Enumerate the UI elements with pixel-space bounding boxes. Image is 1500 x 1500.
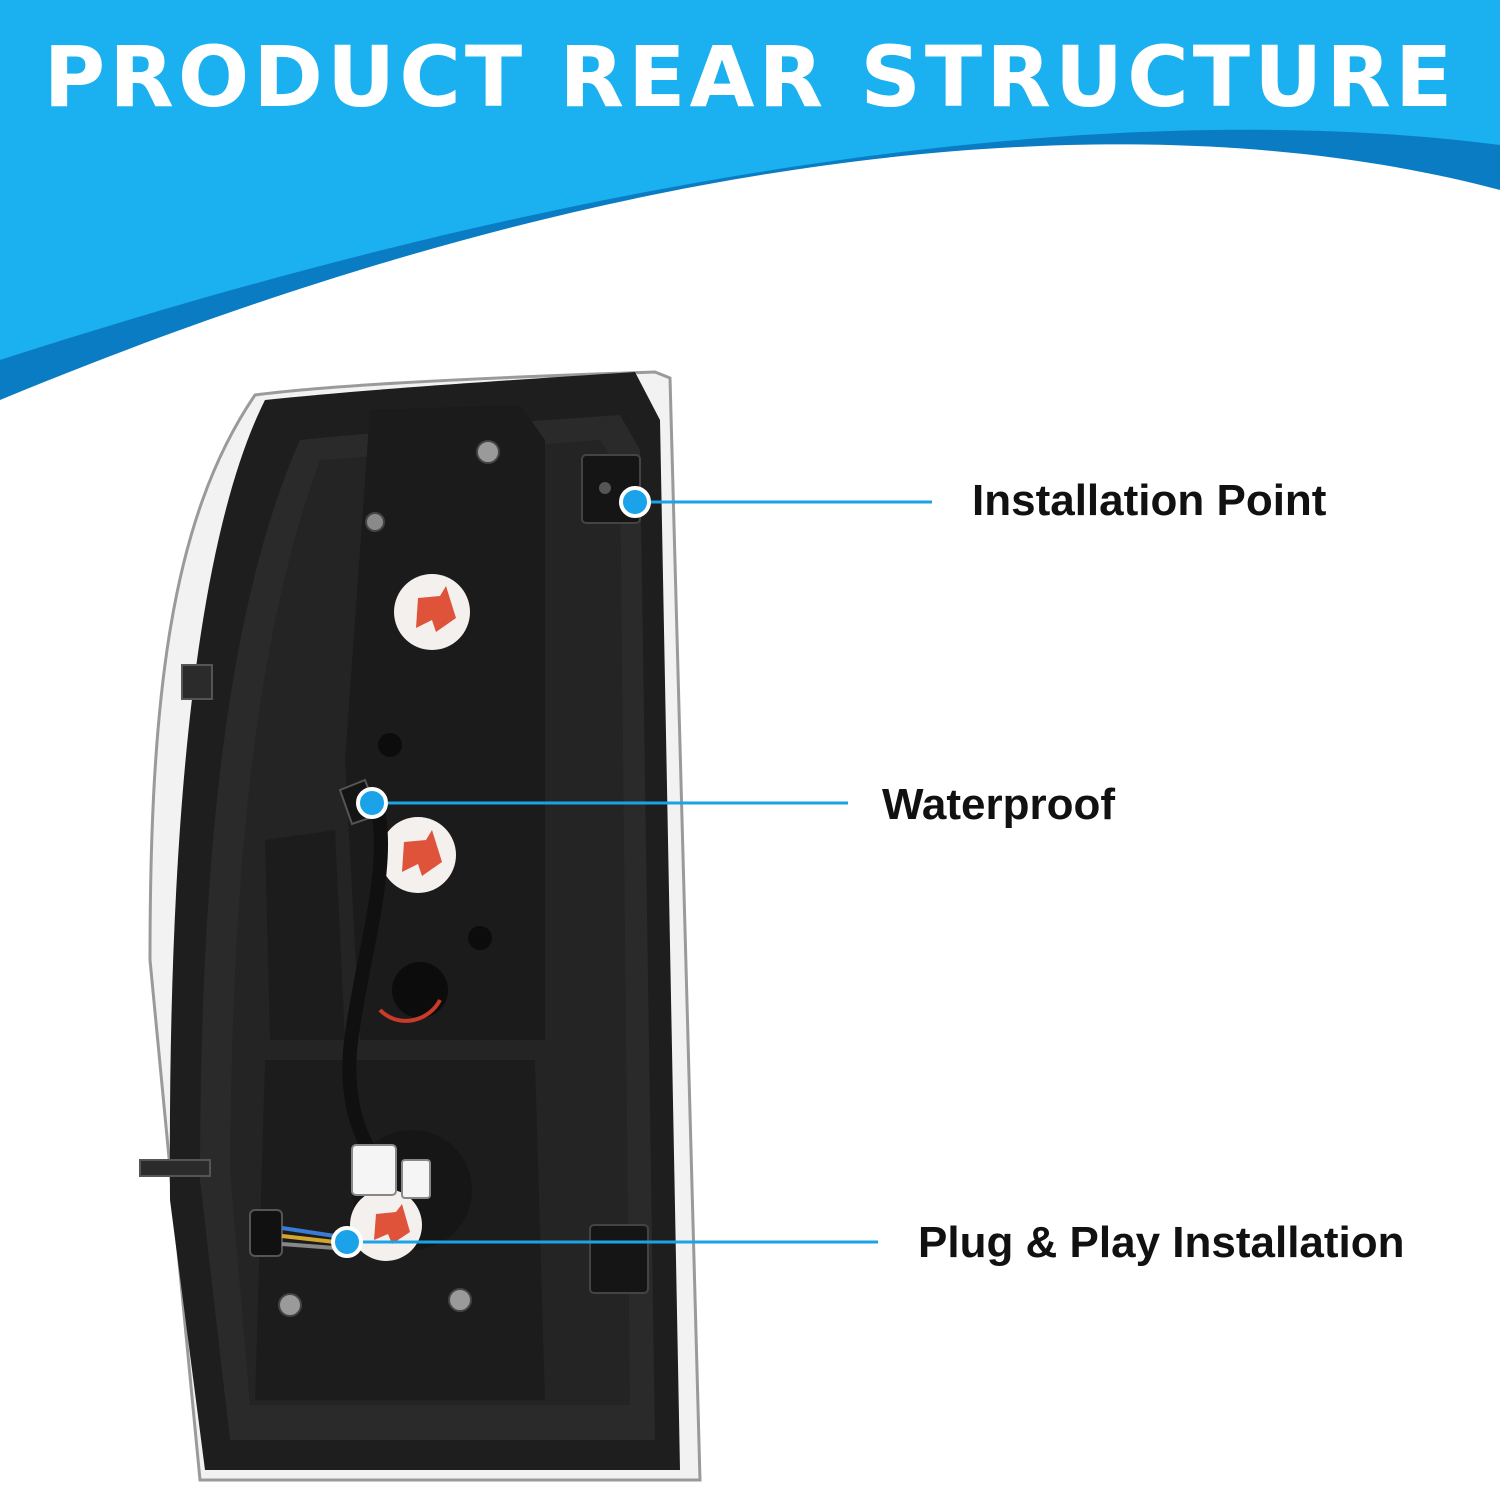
callout-label-installation-point: Installation Point [972, 476, 1327, 525]
callout-dot-plug-play [331, 1226, 363, 1258]
callout-label-waterproof: Waterproof [882, 780, 1116, 829]
page-title: PRODUCT REAR STRUCTURE [43, 28, 1457, 126]
header-banner [0, 0, 1500, 400]
callout-dot-waterproof [356, 787, 388, 819]
callout-label-plug-and-play: Plug & Play Installation [918, 1218, 1405, 1267]
callout-dot-installation-point [619, 486, 651, 518]
